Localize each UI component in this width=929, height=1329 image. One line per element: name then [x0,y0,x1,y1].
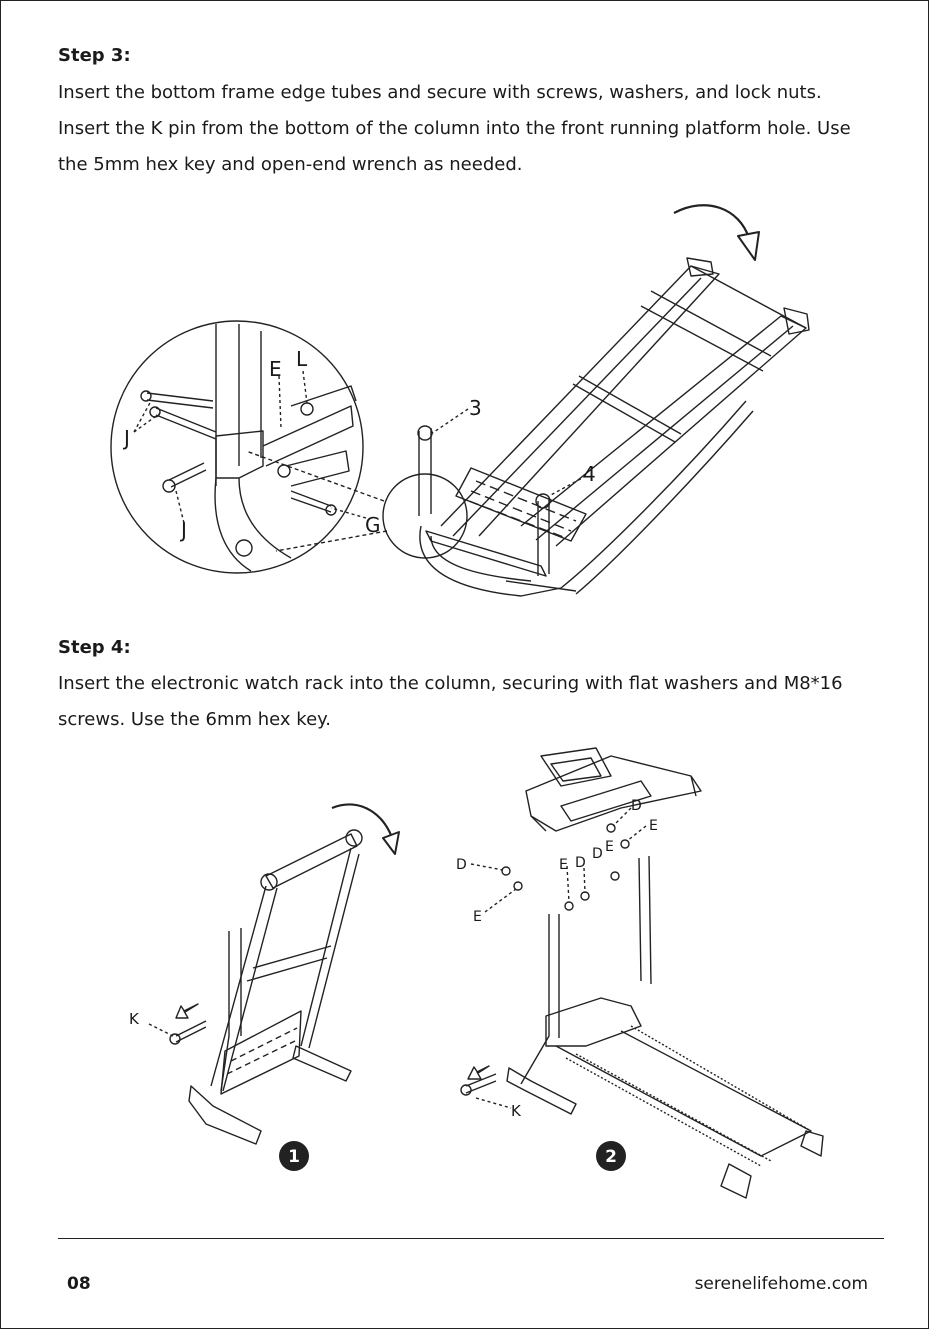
fig2-label-e-top: E [649,818,658,834]
rotate-arrow-icon [331,803,395,842]
right-arrow-icon [467,1065,490,1080]
fig2-label-d-left: D [456,857,467,873]
fig2-label-e-mid: E [605,839,614,855]
footer-divider [58,1238,884,1239]
label-3: 3 [469,396,482,420]
label-j-bottom: J [179,518,187,542]
label-l: L [296,347,308,371]
website-url: serenelifehome.com [694,1274,868,1294]
fig1-label-k: K [129,1010,140,1028]
badge-2-circle [596,1141,626,1171]
label-g: G [365,513,381,537]
badge-1-circle [279,1141,309,1171]
step4-instructions: Insert the electronic watch rack into th… [58,673,843,730]
fig2-label-e-left: E [473,909,482,925]
label-e: E [269,357,282,381]
left-arrow-icon [175,1003,199,1019]
fig2-label-e-center: E [559,857,568,873]
step4-heading: Step 4: [58,637,131,658]
page-number: 08 [67,1274,91,1294]
step3-assembly-illustration: E L J J G 3 4 [110,204,810,597]
label-4: 4 [583,462,596,486]
fig2-label-d-top: D [631,798,642,814]
fig2-label-k: K [511,1102,522,1120]
step3-instructions: Insert the bottom frame edge tubes and s… [58,82,851,175]
badge-2: 2 [605,1147,617,1167]
step4-assembly-illustration: K 1 K 2 D E E D D E D E [129,747,824,1199]
step3-heading: Step 3: [58,45,131,66]
fig2-label-d-center: D [575,855,586,871]
badge-1: 1 [288,1147,300,1167]
fig2-label-d-mid: D [592,846,603,862]
label-j-top: J [122,426,130,450]
rotate-arrow-icon [673,204,751,239]
